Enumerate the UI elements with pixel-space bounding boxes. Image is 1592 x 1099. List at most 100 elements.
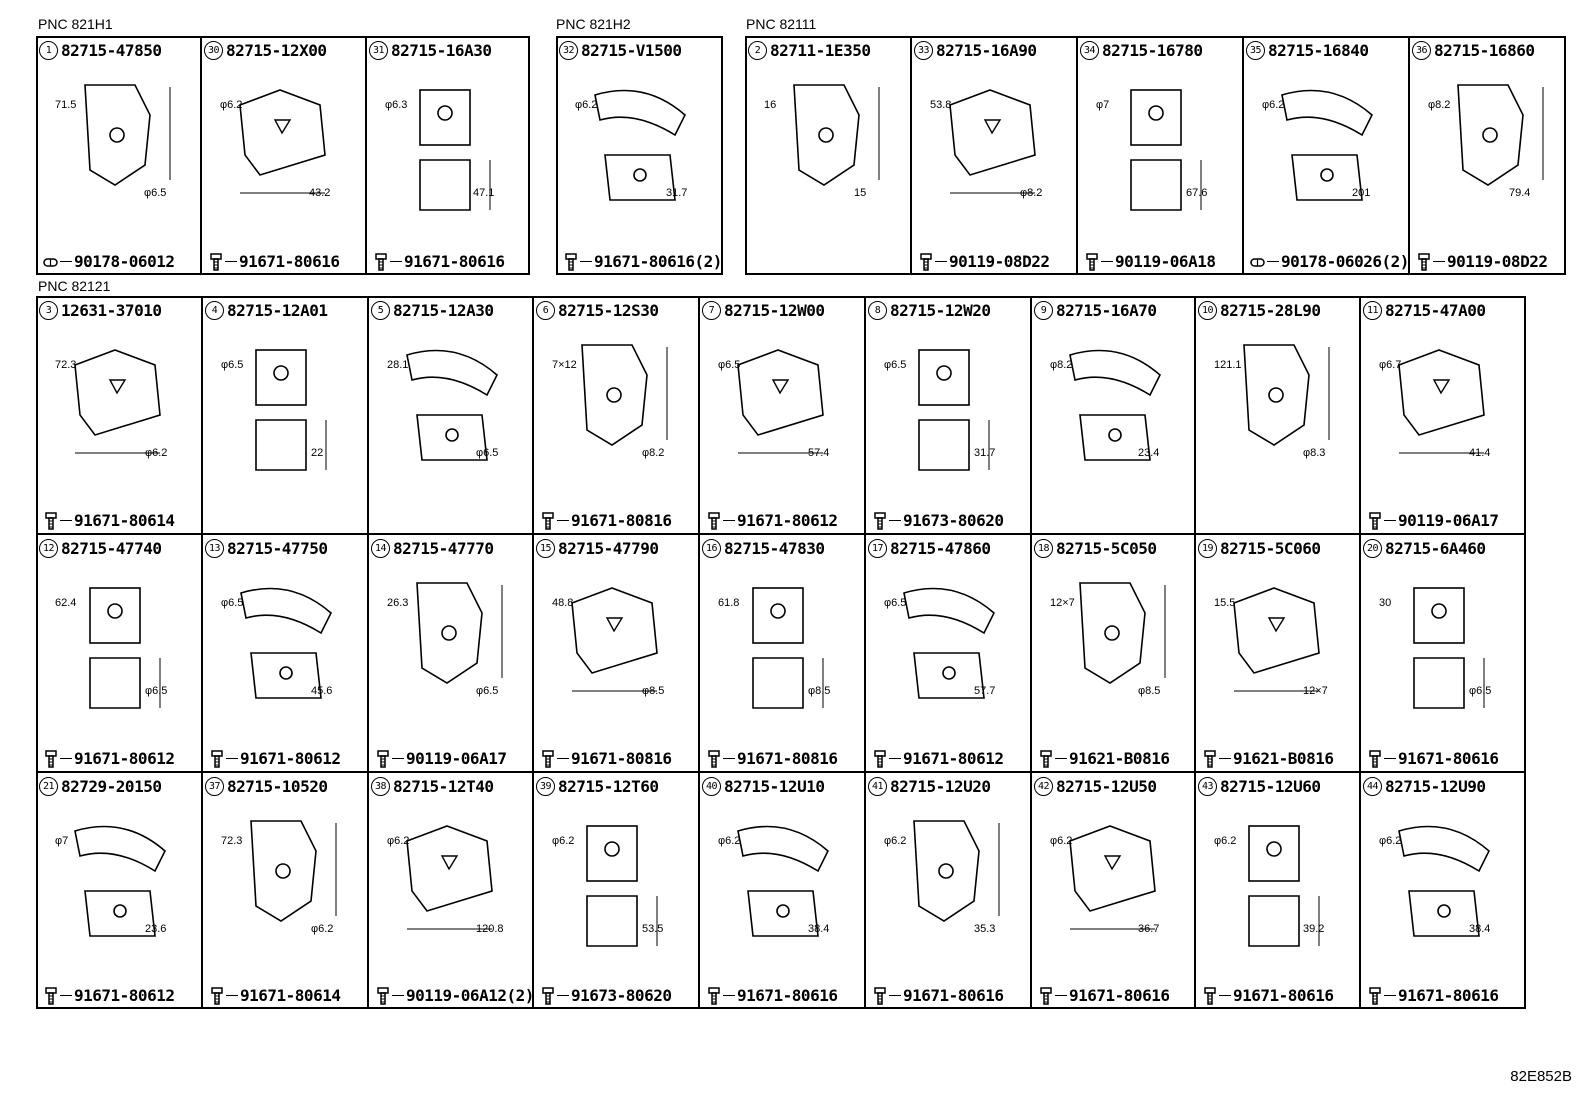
bolt-icon <box>565 252 577 271</box>
fastener: 90119-06A17 <box>375 749 507 768</box>
ref-number: 8 <box>868 301 887 320</box>
bolt-icon <box>708 749 720 768</box>
ref-number: 11 <box>1363 301 1382 320</box>
part-drawing <box>949 89 1036 194</box>
dimension-label: 67.6 <box>1186 187 1208 199</box>
fastener-part-number: 91671-80616 <box>1069 986 1170 1005</box>
part-number: 82715-47770 <box>393 539 494 558</box>
dimension-label: 72.3 <box>55 359 77 371</box>
fastener-part-number: 91671-80816 <box>737 749 838 768</box>
ref-number: 21 <box>39 777 58 796</box>
bolt-icon <box>45 986 57 1005</box>
part-drawing <box>903 587 995 699</box>
part-number: 82715-12U10 <box>724 777 825 796</box>
part-drawing <box>89 587 161 709</box>
fastener: 90119-06A12(2) <box>375 986 534 1005</box>
diagram-code: 82E852B <box>1510 1068 1572 1085</box>
part-drawing <box>416 582 503 684</box>
dimension-label: φ6.2 <box>1050 835 1073 847</box>
part-number: 82715-12T60 <box>558 777 659 796</box>
ref-number: 36 <box>1412 41 1431 60</box>
part-number: 82715-16A70 <box>1056 301 1157 320</box>
dimension-label: 57.7 <box>974 685 996 697</box>
bolt-icon <box>708 986 720 1005</box>
ref-number: 14 <box>371 539 390 558</box>
part-drawing <box>406 825 493 930</box>
dimension-label: φ6.2 <box>311 923 334 935</box>
part-drawing <box>255 349 327 471</box>
part-number: 82715-28L90 <box>1220 301 1321 320</box>
fastener: 91671-80816 <box>540 511 672 530</box>
fastener: 90178-06012 <box>43 252 175 271</box>
dimension-label: φ8.2 <box>1050 359 1073 371</box>
part-number: 82715-12X00 <box>226 41 327 60</box>
dimension-label: φ6.2 <box>884 835 907 847</box>
part-drawing <box>793 84 880 186</box>
fastener: 91673-80620 <box>872 511 1004 530</box>
dimension-label: φ6.5 <box>221 597 244 609</box>
part-number: 82715-10520 <box>227 777 328 796</box>
part-number: 82715-47860 <box>890 539 991 558</box>
ref-number: 18 <box>1034 539 1053 558</box>
part-number: 82715-12A30 <box>393 301 494 320</box>
fastener-part-number: 91671-80816 <box>571 511 672 530</box>
dimension-label: φ6.5 <box>144 187 167 199</box>
dimension-label: 38.4 <box>808 923 830 935</box>
dimension-label: φ6.2 <box>718 835 741 847</box>
part-drawing <box>1248 825 1320 947</box>
bolt-icon <box>708 511 720 530</box>
part-number: 82715-47850 <box>61 41 162 60</box>
bolt-icon <box>542 749 554 768</box>
bolt-icon <box>874 511 886 530</box>
part-drawing <box>586 825 658 947</box>
bolt-icon <box>920 252 932 271</box>
part-drawing <box>239 89 326 194</box>
fastener-part-number: 90119-06A17 <box>1398 511 1499 530</box>
dimension-label: 39.2 <box>1303 923 1325 935</box>
part-drawing <box>1413 587 1485 709</box>
ref-number: 19 <box>1198 539 1217 558</box>
dimension-label: 53.8 <box>930 99 952 111</box>
part-drawing <box>752 587 824 709</box>
ref-number: 1 <box>39 41 58 60</box>
bolt-icon <box>1204 749 1216 768</box>
dimension-label: φ6.7 <box>1379 359 1402 371</box>
ref-number: 43 <box>1198 777 1217 796</box>
ref-number: 37 <box>205 777 224 796</box>
ref-number: 44 <box>1363 777 1382 796</box>
part-number: 82715-47740 <box>61 539 162 558</box>
dimension-label: 121.1 <box>1214 359 1242 371</box>
fastener-part-number: 91671-80612 <box>74 986 175 1005</box>
ref-number: 38 <box>371 777 390 796</box>
part-drawing <box>1079 582 1166 684</box>
bolt-icon <box>1086 252 1098 271</box>
dimension-label: 201 <box>1352 187 1371 199</box>
ref-number: 7 <box>702 301 721 320</box>
dimension-label: 62.4 <box>55 597 77 609</box>
part-drawing <box>406 349 498 461</box>
part-drawing <box>1243 344 1330 446</box>
fastener-part-number: 91671-80616 <box>1233 986 1334 1005</box>
fastener: 91671-80616 <box>872 986 1004 1005</box>
